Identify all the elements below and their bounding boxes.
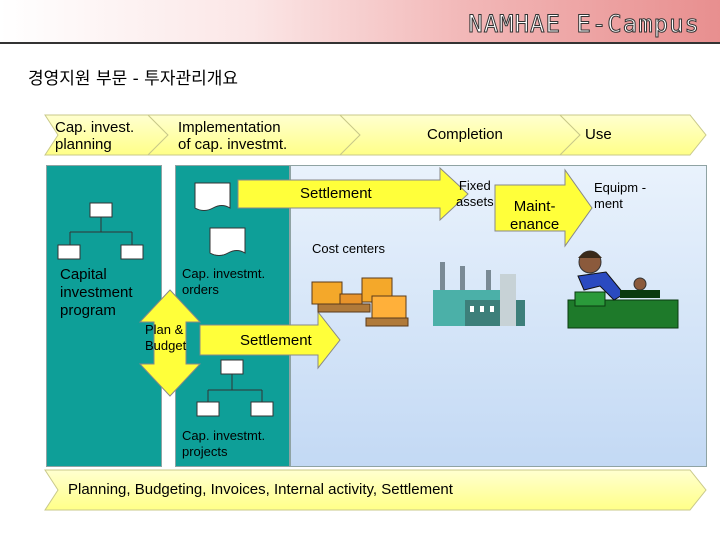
projects-line2: projects — [182, 444, 228, 459]
projects-line1: Cap. investmt. — [182, 428, 266, 443]
phase-chevron-use — [558, 114, 707, 156]
orders-line1: Cap. investmt. — [182, 266, 266, 281]
factory-icon — [433, 262, 525, 326]
worker-icon — [567, 250, 679, 329]
capital-program-label: Capital investment program — [60, 266, 133, 320]
document-icon — [194, 182, 231, 211]
maintenance-label: Maint- enance — [510, 198, 559, 234]
plan-budget-label: Plan & Budget — [145, 322, 186, 354]
phase-implementation-label: Implementation of cap. investmt. — [178, 119, 287, 153]
phase-planning-line1: Cap. invest. — [55, 119, 135, 136]
cost-center-machine-icon — [311, 281, 371, 313]
phase-implementation-line2: of cap. investmt. — [178, 136, 288, 153]
hierarchy-icon — [57, 202, 144, 260]
hierarchy-icon — [196, 359, 274, 417]
orders-label: Cap. investmt. orders — [182, 266, 265, 298]
projects-label: Cap. investmt. projects — [182, 428, 265, 460]
settlement-middle-label: Settlement — [240, 332, 312, 349]
phase-planning-line2: planning — [55, 136, 112, 153]
capital-program-line3: program — [60, 302, 116, 319]
page-title: 경영지원 부문 - 투자관리개요 — [28, 69, 239, 89]
fixed-assets-line2: assets — [456, 194, 494, 209]
phase-use-label: Use — [585, 126, 612, 143]
capital-program-line1: Capital — [60, 266, 107, 283]
cost-centers-label: Cost centers — [312, 241, 385, 256]
document-icon — [209, 227, 246, 256]
plan-budget-line2: Budget — [145, 338, 187, 353]
header-bar: NAMHAE E-Campus — [0, 0, 720, 44]
equipment-label: Equipm - ment — [594, 180, 646, 212]
plan-budget-line1: Plan & — [145, 322, 184, 337]
maintenance-arrow — [494, 168, 593, 248]
cost-center-machine-icon — [361, 277, 409, 327]
capital-program-line2: investment — [60, 284, 133, 301]
settlement-arrow-middle — [199, 310, 341, 370]
equipment-line1: Equipm - — [594, 180, 647, 195]
phase-planning-label: Cap. invest. planning — [55, 119, 134, 153]
maintenance-line1: Maint- — [513, 198, 556, 215]
phase-completion-label: Completion — [427, 126, 503, 143]
phase-implementation-line1: Implementation — [178, 119, 281, 136]
brand-logo: NAMHAE E-Campus — [468, 10, 700, 39]
settlement-top-label: Settlement — [300, 185, 372, 202]
orders-line2: orders — [182, 282, 219, 297]
fixed-assets-label: Fixed assets — [456, 178, 494, 210]
maintenance-line2: enance — [510, 216, 560, 233]
settlement-arrow-top — [237, 166, 469, 222]
fixed-assets-line1: Fixed — [458, 178, 491, 193]
equipment-line2: ment — [594, 196, 623, 211]
bottom-process-label: Planning, Budgeting, Invoices, Internal … — [68, 481, 453, 498]
plan-budget-arrow — [138, 289, 202, 397]
